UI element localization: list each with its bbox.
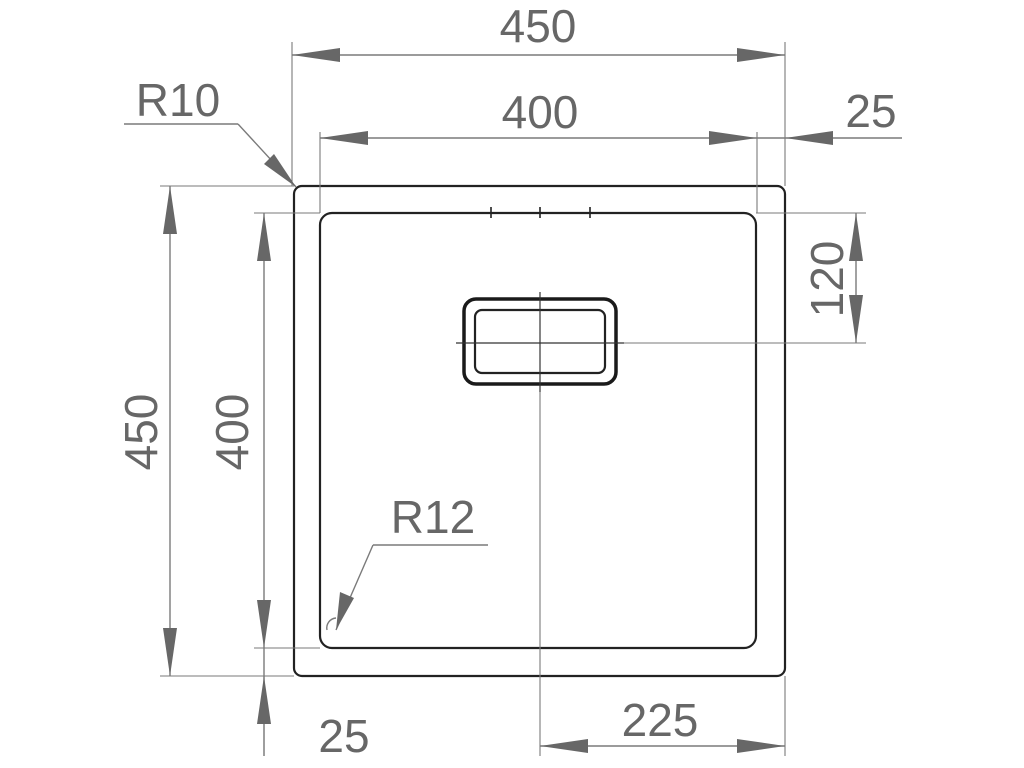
dim-outer-width-label: 450 [500,0,577,52]
dim-inner-height: 400 [206,213,271,648]
sink-inner-bowl [318,211,758,650]
dim-flange-bottom: 25 [257,648,370,762]
drain-center-lines [456,292,624,392]
dim-drain-vertical-label: 120 [801,241,853,318]
dim-radius-inner-label: R12 [391,491,475,543]
dim-drain-vertical: 120 [801,213,863,343]
dim-outer-width: 450 [292,0,785,62]
dim-outer-height: 450 [115,186,177,676]
dim-flange-right-label: 25 [845,85,896,137]
dim-radius-outer: R10 [124,74,297,188]
dim-drain-horizontal: 225 [540,694,785,753]
dim-radius-outer-label: R10 [136,74,220,126]
rim-ticks [490,207,591,218]
dim-inner-height-label: 400 [206,394,258,471]
dim-drain-horizontal-label: 225 [622,694,699,746]
dim-outer-height-label: 450 [115,394,167,471]
dim-flange-right: 25 [757,85,902,145]
dim-inner-width: 400 [320,86,757,145]
dim-inner-width-label: 400 [502,86,579,138]
dim-flange-bottom-label: 25 [318,710,369,762]
dim-radius-inner: R12 [326,491,488,631]
